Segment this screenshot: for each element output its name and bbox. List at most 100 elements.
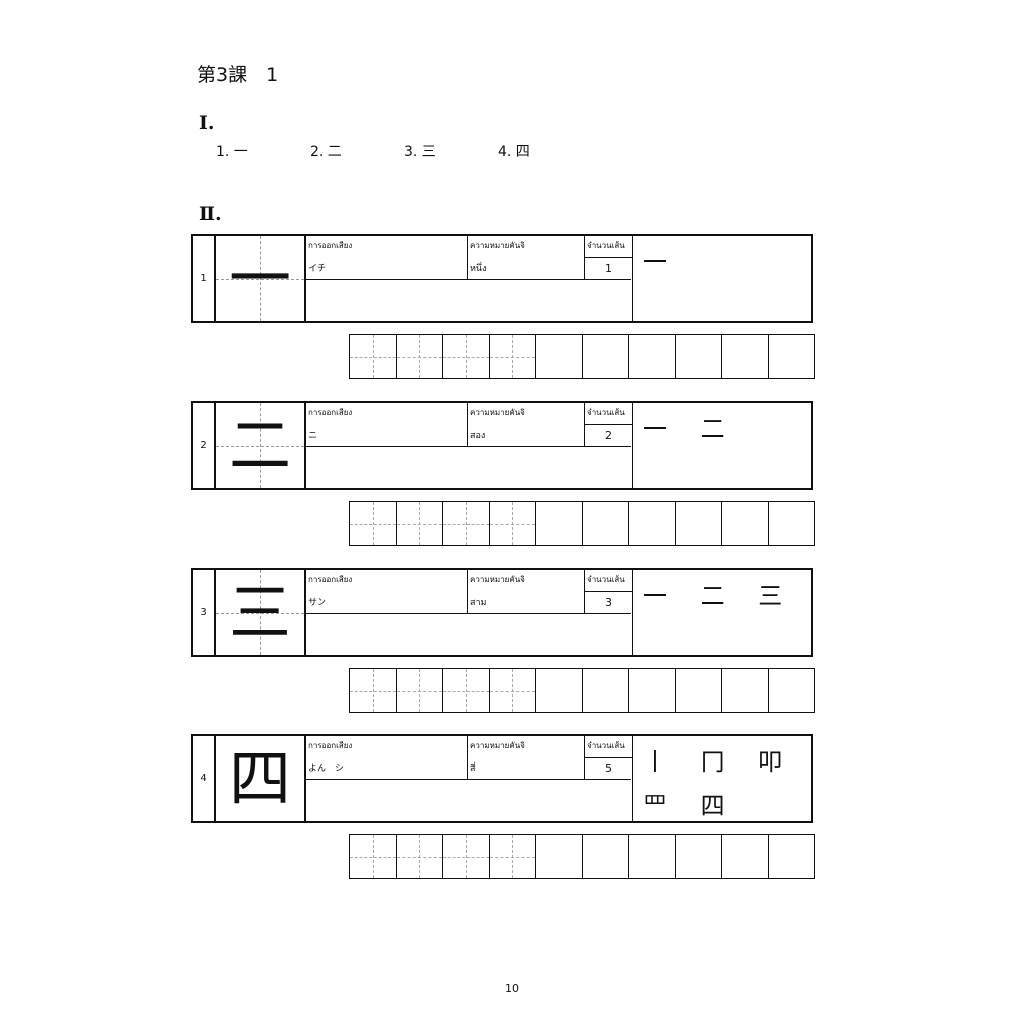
kanji-list-item: 3. 三 — [404, 144, 436, 160]
stroke-order-sequence: 一 二 — [643, 415, 735, 443]
reading-label: การออกเสียง — [308, 241, 353, 250]
kanji-model-box: 二 — [216, 403, 306, 488]
page-number: 10 — [505, 982, 519, 995]
practice-square[interactable] — [489, 335, 536, 378]
stroke-count-label: จำนวนเส้น — [587, 741, 625, 750]
kanji-entry-4: 4 四 การออกเสียง よん シ ความหมายคันจิ สี่ จ… — [191, 734, 813, 823]
section-1-heading: Ⅰ. — [199, 112, 215, 134]
practice-grid-4 — [349, 834, 815, 879]
kanji-entry-3: 3 三 การออกเสียง サン ความหมายคันจิ สาม จำน… — [191, 568, 813, 657]
practice-square[interactable] — [350, 835, 397, 878]
stroke-order-sequence: 丨 冂 叩 罒 四 — [643, 748, 793, 820]
practice-square[interactable] — [396, 835, 443, 878]
kanji-list-item: 4. 四 — [498, 144, 530, 160]
reading-value: ニ — [308, 431, 318, 441]
practice-square[interactable] — [629, 669, 676, 712]
kanji-character: 二 — [228, 408, 291, 482]
practice-square[interactable] — [443, 335, 490, 378]
practice-square[interactable] — [443, 502, 490, 545]
practice-grid-3 — [349, 668, 815, 713]
practice-square[interactable] — [443, 835, 490, 878]
stroke-count-value: 2 — [585, 424, 632, 446]
stroke-order-box: 丨 冂 叩 罒 四 — [632, 736, 812, 821]
entry-number: 2 — [193, 403, 216, 488]
entry-number: 1 — [193, 236, 216, 321]
practice-square[interactable] — [583, 502, 629, 545]
kanji-info: การออกเสียง イチ ความหมายคันจิ หนึ่ง จำนวน… — [306, 236, 632, 321]
reading-label: การออกเสียง — [308, 408, 353, 417]
kanji-entry-2: 2 二 การออกเสียง ニ ความหมายคันจิ สอง จำนว… — [191, 401, 813, 490]
kanji-character: 三 — [228, 575, 291, 649]
section-2-heading: Ⅱ. — [199, 203, 222, 225]
practice-square[interactable] — [536, 335, 583, 378]
practice-square[interactable] — [629, 335, 676, 378]
stroke-count-label: จำนวนเส้น — [587, 575, 625, 584]
meaning-value: สอง — [470, 431, 486, 441]
entry-number: 3 — [193, 570, 216, 655]
stroke-order-box: 一 — [632, 236, 812, 321]
practice-square[interactable] — [396, 502, 443, 545]
kanji-list-item: 2. 二 — [310, 144, 342, 160]
practice-square[interactable] — [443, 669, 490, 712]
practice-square[interactable] — [769, 835, 815, 878]
practice-square[interactable] — [629, 835, 676, 878]
practice-grid-2 — [349, 501, 815, 546]
stroke-order-sequence: 一 二 三 — [643, 582, 793, 610]
practice-square[interactable] — [489, 835, 536, 878]
stroke-count-label: จำนวนเส้น — [587, 408, 625, 417]
practice-square[interactable] — [769, 502, 815, 545]
kanji-entry-1: 1 一 การออกเสียง イチ ความหมายคันจิ หนึ่ง จ… — [191, 234, 813, 323]
stroke-count-value: 3 — [585, 591, 632, 613]
stroke-order-box: 一 二 — [632, 403, 812, 488]
entry-number: 4 — [193, 736, 216, 821]
practice-square[interactable] — [583, 835, 629, 878]
kanji-model-box: 四 — [216, 736, 306, 821]
kanji-model-box: 三 — [216, 570, 306, 655]
practice-square[interactable] — [489, 502, 536, 545]
kanji-character: 四 — [228, 741, 291, 815]
kanji-info: การออกเสียง サン ความหมายคันจิ สาม จำนวนเส… — [306, 570, 632, 655]
practice-square[interactable] — [396, 669, 443, 712]
practice-square[interactable] — [722, 669, 769, 712]
practice-square[interactable] — [396, 335, 443, 378]
meaning-value: หนึ่ง — [470, 264, 487, 274]
reading-label: การออกเสียง — [308, 575, 353, 584]
practice-square[interactable] — [536, 502, 583, 545]
practice-square[interactable] — [536, 669, 583, 712]
practice-square[interactable] — [722, 835, 769, 878]
practice-square[interactable] — [489, 669, 536, 712]
meaning-label: ความหมายคันจิ — [470, 575, 525, 584]
kanji-model-box: 一 — [216, 236, 306, 321]
meaning-label: ความหมายคันจิ — [470, 241, 525, 250]
practice-square[interactable] — [583, 669, 629, 712]
meaning-value: สี่ — [470, 764, 476, 774]
stroke-order-sequence: 一 — [643, 248, 677, 276]
practice-square[interactable] — [536, 835, 583, 878]
stroke-count-value: 5 — [585, 757, 632, 779]
meaning-label: ความหมายคันจิ — [470, 408, 525, 417]
practice-square[interactable] — [583, 335, 629, 378]
reading-label: การออกเสียง — [308, 741, 353, 750]
practice-grid-1 — [349, 334, 815, 379]
practice-square[interactable] — [629, 502, 676, 545]
meaning-value: สาม — [470, 598, 487, 608]
reading-value: イチ — [308, 264, 327, 274]
lesson-title: 第3課 1 — [197, 64, 279, 86]
practice-square[interactable] — [350, 335, 397, 378]
meaning-label: ความหมายคันจิ — [470, 741, 525, 750]
practice-square[interactable] — [722, 502, 769, 545]
practice-square[interactable] — [676, 835, 722, 878]
practice-square[interactable] — [676, 502, 722, 545]
practice-square[interactable] — [676, 335, 722, 378]
practice-square[interactable] — [350, 502, 397, 545]
practice-square[interactable] — [769, 335, 815, 378]
kanji-list: 1. 一 2. 二 3. 三 4. 四 — [216, 141, 592, 161]
kanji-info: การออกเสียง よん シ ความหมายคันจิ สี่ จำนวน… — [306, 736, 632, 821]
stroke-order-box: 一 二 三 — [632, 570, 812, 655]
practice-square[interactable] — [769, 669, 815, 712]
stroke-count-value: 1 — [585, 257, 632, 279]
practice-square[interactable] — [350, 669, 397, 712]
practice-square[interactable] — [722, 335, 769, 378]
practice-square[interactable] — [676, 669, 722, 712]
stroke-count-label: จำนวนเส้น — [587, 241, 625, 250]
